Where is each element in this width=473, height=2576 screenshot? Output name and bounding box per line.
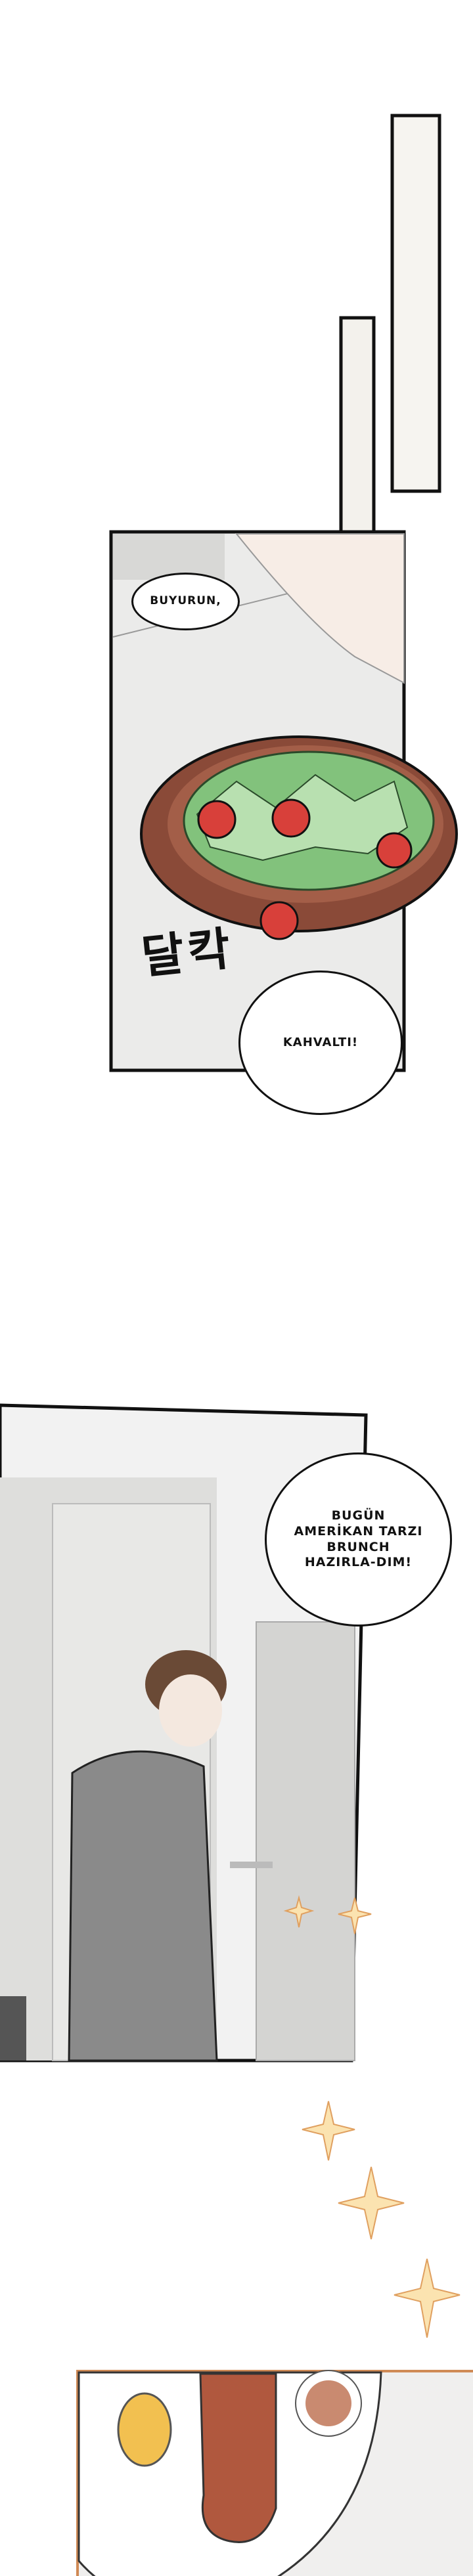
speech-text: BUYURUN, <box>150 594 221 608</box>
speech-bubble-kahvalti: KAHVALTI! <box>238 971 403 1115</box>
tall-strip-panel <box>390 114 441 493</box>
speech-text: BUGÜN AMERİKAN TARZI BRUNCH HAZIRLA-DIM! <box>294 1508 423 1570</box>
short-strip-panel <box>339 316 376 561</box>
salad-panel <box>109 530 458 1072</box>
speech-bubble-buyurun: BUYURUN, <box>131 573 240 630</box>
speech-text: KAHVALTI! <box>282 1035 359 1049</box>
sound-effect-text: 달칵 <box>139 921 237 985</box>
speech-bubble-brunch: BUGÜN AMERİKAN TARZI BRUNCH HAZIRLA-DIM! <box>265 1452 452 1626</box>
brunch-panel <box>76 2370 473 2576</box>
sparkles <box>283 1895 461 2338</box>
